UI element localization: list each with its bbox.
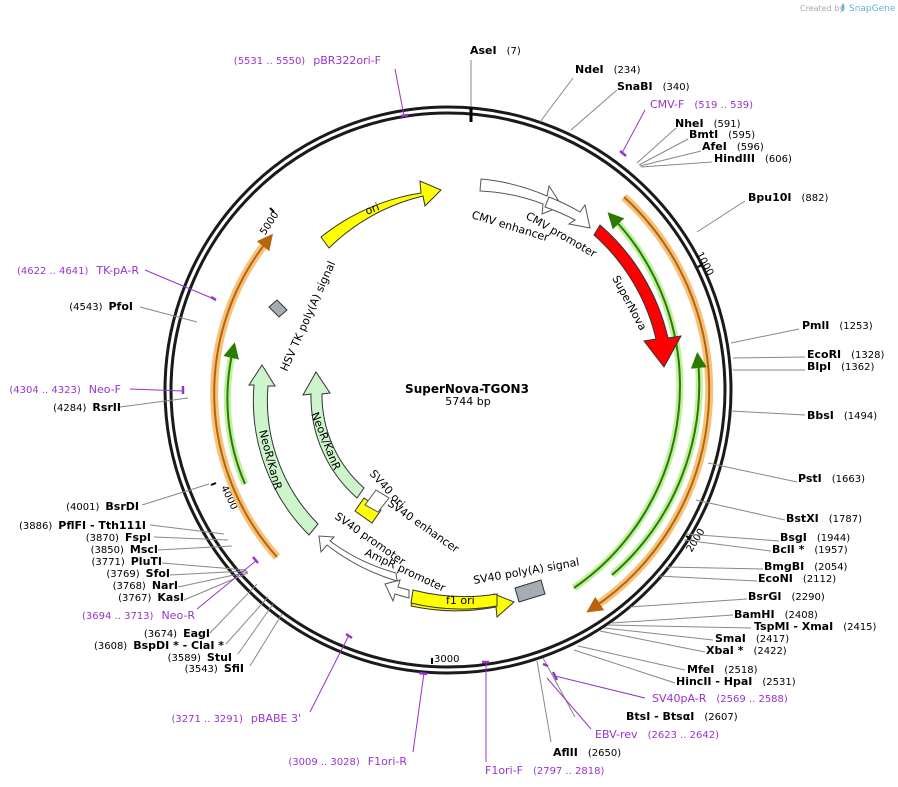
- feature-supernova: [593, 224, 682, 368]
- primer-label-neo-r: (3694 .. 3713)Neo-R: [82, 609, 195, 622]
- orf-arc-green-outer: [573, 212, 681, 589]
- site-leader-lines: [119, 60, 806, 743]
- site-label-rsrii: (4284)RsrII: [53, 401, 121, 414]
- feature-ampr-promoter: [384, 579, 410, 603]
- feature-hsv-tk-polya: [268, 299, 288, 318]
- site-label-nari: (3768)NarI: [113, 579, 178, 592]
- primer-label-sv40pa-r: SV40pA-R(2569 .. 2588): [652, 692, 788, 705]
- site-label-fspi: (3870)FspI: [86, 531, 151, 544]
- feature-sv40-ori: [354, 497, 382, 524]
- site-label-bmgbi: BmgBI(2054): [764, 560, 848, 573]
- site-label-bbsi: BbsI(1494): [807, 409, 877, 422]
- site-label-btsi: BtsI - BtsαI(2607): [626, 710, 738, 723]
- feature-label-sv40-polya: SV40 poly(A) signal: [472, 555, 580, 586]
- primer-label-f1ori-f: F1ori-F(2797 .. 2818): [485, 764, 604, 777]
- site-label-bstxi: BstXI(1787): [786, 512, 862, 525]
- site-label-pfoi: (4543)PfoI: [69, 300, 133, 313]
- orf-arc-green-left: [223, 342, 246, 485]
- site-label-ndei: NdeI(234): [575, 63, 641, 76]
- site-label-bamhi: BamHI(2408): [734, 608, 818, 621]
- feature-neor-kanr-outer: [248, 364, 319, 536]
- primer-label-neo-f: (4304 .. 4323)Neo-F: [9, 383, 121, 396]
- feature-label-neor-kanr-inner: NeoR/KanR: [308, 410, 343, 472]
- feature-cmv-promoter: [544, 196, 591, 229]
- tick-label-3000: 3000: [434, 654, 459, 665]
- primer-label-cmv-f: CMV-F(519 .. 539): [650, 98, 753, 111]
- feature-sv40-enhancer: [364, 489, 390, 513]
- primer-leader-lines: [129, 68, 646, 762]
- site-label-asei: AseI(7): [470, 44, 521, 57]
- site-label-afei: AfeI(596): [702, 140, 764, 153]
- feature-label-f1-ori: f1 ori: [446, 594, 475, 607]
- site-label-tspmi-xmai: TspMI - XmaI(2415): [754, 620, 877, 633]
- site-label-pluti: (3771)PluTI: [91, 555, 162, 568]
- tick-label-1000: 1000: [694, 250, 716, 278]
- feature-f1-ori: [410, 589, 515, 619]
- primer-label-f1ori-r: (3009 .. 3028)F1ori-R: [288, 755, 407, 768]
- primer-label-pbabe3: (3271 .. 3291)pBABE 3': [172, 712, 302, 725]
- feature-label-ori: ori: [363, 200, 381, 217]
- tick-label-5000: 5000: [258, 210, 281, 237]
- credit-brand: SnapGene: [849, 4, 896, 14]
- site-label-bpu10i: Bpu10I(882): [748, 191, 828, 204]
- primer-marks: [181, 113, 627, 681]
- tick-4000: [210, 482, 217, 486]
- feature-sv40-promoter: [318, 535, 398, 582]
- site-label-kasi: (3767)KasI: [118, 591, 184, 604]
- site-label-smai: SmaI(2417): [715, 632, 789, 645]
- site-label-xbai: XbaI *(2422): [706, 644, 787, 657]
- site-label-econi: EcoNI(2112): [758, 572, 836, 585]
- primer-label-tk-pa-r: (4622 .. 4641)TK-pA-R: [17, 264, 139, 277]
- site-label-ecori: EcoRI(1328): [807, 348, 885, 361]
- site-label-blpi: BlpI(1362): [807, 360, 874, 373]
- tick-5000: [269, 207, 275, 213]
- primer-label-pbr322ori-f: (5531 .. 5550)pBR322ori-F: [234, 54, 381, 67]
- site-label-bsrgi: BsrGI(2290): [748, 590, 825, 603]
- site-label-mfei: MfeI(2518): [687, 663, 758, 676]
- feature-sv40-polya: [514, 579, 546, 603]
- site-label-pmli: PmlI(1253): [802, 319, 873, 332]
- site-label-msci: (3850)MscI: [91, 543, 158, 556]
- site-label-hindiii: HindIII(606): [714, 152, 792, 165]
- feature-label-neor-kanr-outer: NeoR/KanR: [256, 428, 285, 491]
- site-label-snabi: SnaBI(340): [617, 80, 690, 93]
- tick-2000: [685, 535, 692, 540]
- feature-ori: [320, 180, 442, 249]
- site-label-bmti: BmtI(595): [689, 128, 755, 141]
- site-label-nhei: NheI(591): [675, 117, 741, 130]
- site-label-psti: PstI(1663): [798, 472, 865, 485]
- site-label-pflfi-tth111i: (3886)PflFI - Tth111I: [19, 519, 146, 532]
- site-label-stui: (3589)StuI: [168, 651, 232, 664]
- site-label-bsgi: BsgI(1944): [780, 531, 850, 544]
- backbone-inner-ring: [169, 111, 727, 669]
- site-label-sfii: (3543)SfiI: [185, 662, 244, 675]
- site-label-eagi: (3674)EagI: [144, 627, 210, 640]
- orf-arc-green-inner: [611, 352, 707, 576]
- primer-label-ebv-rev: EBV-rev(2623 .. 2642): [595, 728, 719, 741]
- orf-arc-orange-left: [213, 233, 278, 558]
- site-label-bspdi-clai: (3608)BspDI * - ClaI *: [94, 639, 224, 652]
- orf-arc-orange-right: [586, 196, 711, 613]
- plasmid-length: 5744 bp: [445, 395, 490, 408]
- feature-neor-kanr-inner: [302, 371, 365, 499]
- plasmid-name: SuperNova-TGON3: [405, 382, 529, 396]
- feature-label-hsv-tk-polya: HSV TK poly(A) signal: [278, 259, 338, 373]
- site-label-bsrdi: (4001)BsrDI: [66, 500, 139, 513]
- site-label-bcli: BclI *(1957): [772, 543, 848, 556]
- tick-1000: [697, 263, 704, 268]
- site-label-hincii-hpai: HincII - HpaI(2531): [676, 675, 796, 688]
- site-label-aflii: AflII(2650): [553, 746, 621, 759]
- snapgene-logo-icon: [841, 3, 845, 12]
- credit-prefix: Created by: [800, 4, 844, 13]
- site-label-sfoi: (3769)SfoI: [106, 567, 170, 580]
